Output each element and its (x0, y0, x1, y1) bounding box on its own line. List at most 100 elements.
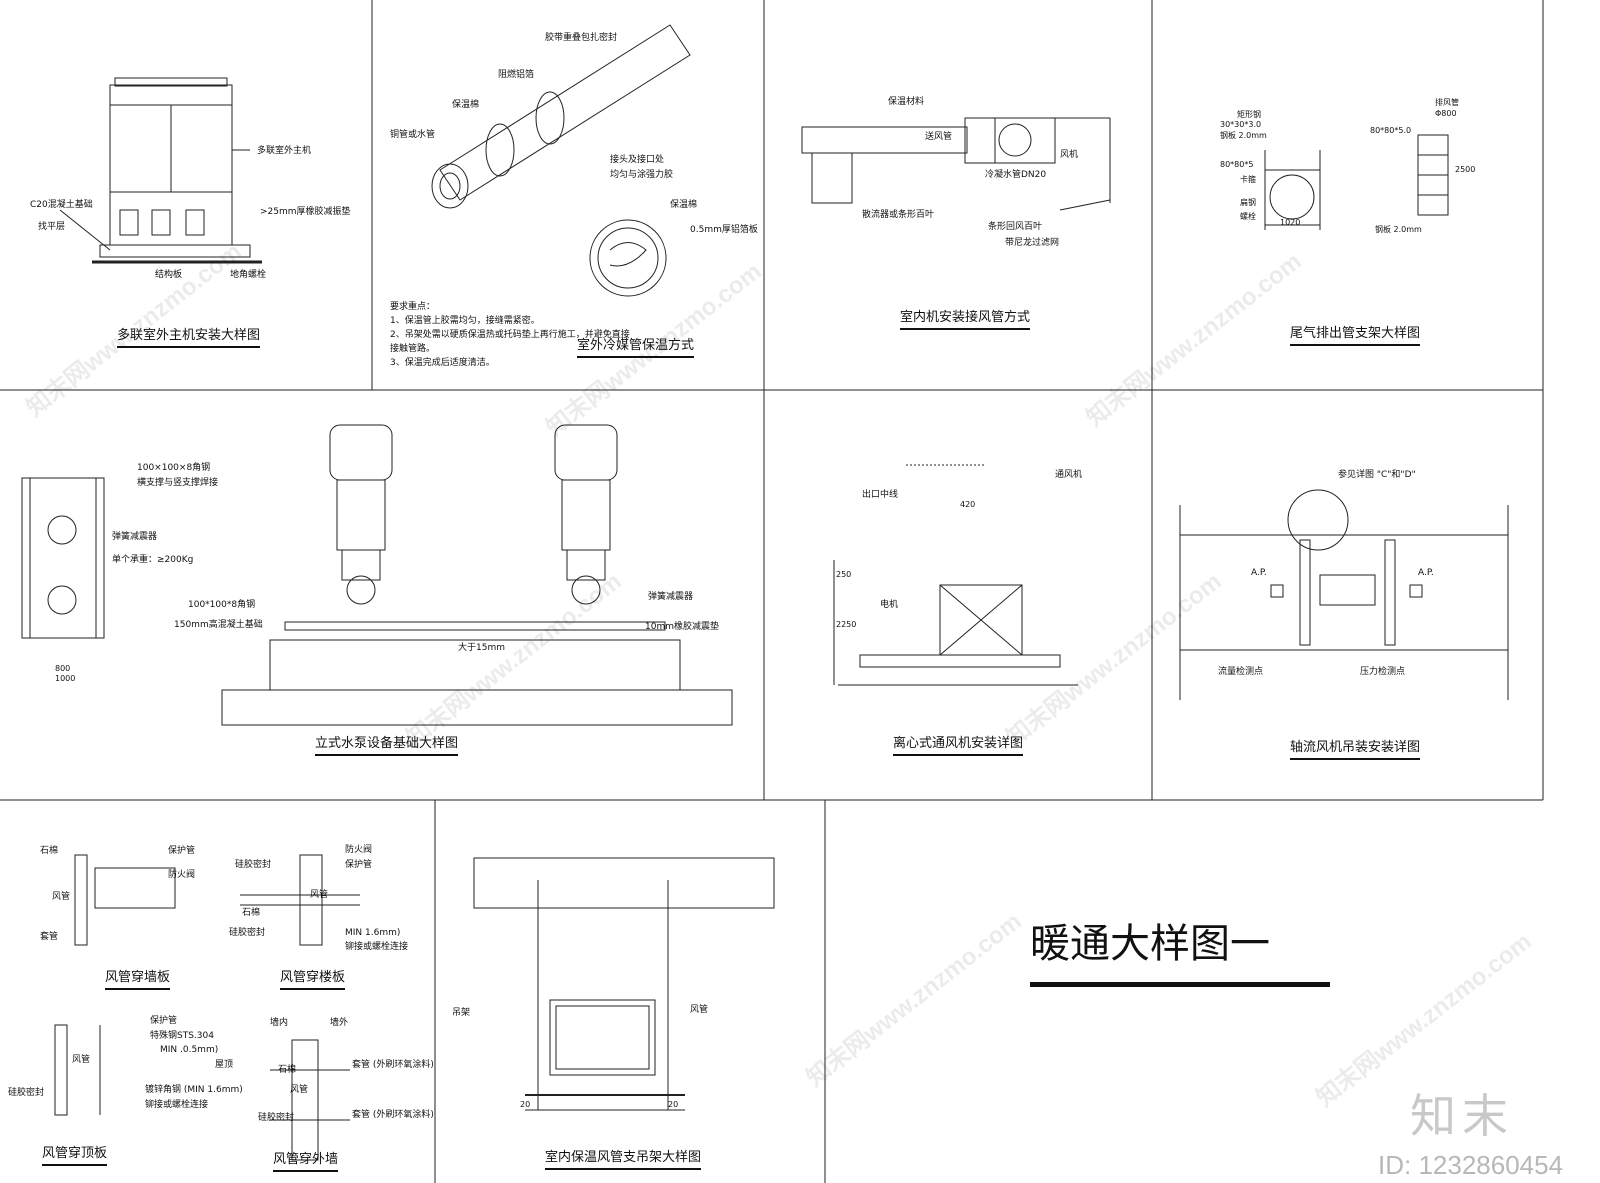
p5-label-10: 1000 (55, 674, 76, 683)
p1-label-3: >25mm厚橡胶减振垫 (260, 207, 351, 217)
p7-label-3: 流量检测点 (1218, 667, 1264, 677)
p1-label-1: C20混凝土基础 (30, 200, 93, 210)
p2-label-4: 接头及接口处 (610, 155, 665, 165)
p1-label-5: 地角螺栓 (230, 270, 267, 280)
p4-label-10: 1020 (1280, 218, 1301, 227)
p2-notes: 要求重点： 1、保温管上胶需均匀，接缝需紧密。 2、吊架处需以硬质保温热或托码垫… (390, 300, 630, 370)
p4-label-4: 80*80*5.0 (1370, 126, 1412, 135)
p4-label-0: 排风管 (1435, 98, 1459, 107)
p1-label-4: 结构板 (155, 270, 183, 280)
p6-label-4: 250 (836, 570, 852, 579)
p9-label-3: 风管 (310, 890, 329, 900)
p3-label-1: 送风管 (925, 132, 953, 142)
p3-label-4: 散流器或条形百叶 (862, 210, 935, 220)
p12-label-0: 吊架 (452, 1008, 471, 1018)
p5-label-5: 150mm高混凝土基础 (174, 620, 263, 630)
p1-label-0: 多联室外主机 (257, 146, 312, 156)
p2-label-6: 保温棉 (670, 200, 698, 210)
p7-label-0: 参见详图 "C"和"D" (1338, 470, 1416, 480)
p4-label-5: 钢板 2.0mm (1220, 131, 1267, 140)
p2-label-2: 保温棉 (452, 100, 480, 110)
p11-label-2: MIN .0.5mm) (160, 1045, 219, 1055)
p11-label-10: 硅胶密封 (258, 1113, 295, 1123)
p8-label-2: 防火阀 (168, 870, 196, 880)
p5-label-6: 弹簧减震器 (648, 592, 694, 602)
p10-label-1: 硅胶密封 (8, 1088, 45, 1098)
p8-label-1: 保护管 (168, 846, 196, 856)
p5-label-8: 大于15mm (458, 643, 505, 653)
p11-label-5: 铆接或螺栓连接 (145, 1100, 209, 1110)
p4-label-9: 螺栓 (1240, 212, 1256, 221)
p2-label-0: 胶带重叠包扎密封 (545, 33, 618, 43)
p11-label-3: 屋顶 (215, 1060, 234, 1070)
p8-label-3: 风管 (52, 892, 71, 902)
p4-label-3: 30*30*3.0 (1220, 120, 1262, 129)
p5-label-3: 单个承重：≥200Kg (112, 555, 194, 565)
p2-note-1: 1、保温管上胶需均匀，接缝需紧密。 (390, 316, 540, 326)
p5-label-4: 100*100*8角钢 (188, 600, 256, 610)
p9-label-7: 铆接或螺栓连接 (345, 942, 409, 952)
p11-title: 风管穿外墙 (273, 1152, 339, 1172)
p3-label-5: 条形回风百叶 (988, 222, 1043, 232)
p4-label-7: 卡箍 (1240, 175, 1256, 184)
p11-label-12: 套管 (外刷环氧涂料) (352, 1110, 434, 1120)
p4-label-1: Φ800 (1435, 109, 1457, 118)
p5-label-2: 弹簧减震器 (112, 532, 158, 542)
p5-label-1: 横支撑与竖支撑焊接 (137, 478, 219, 488)
p6-label-1: 出口中线 (862, 490, 899, 500)
p6-title: 离心式通风机安装详图 (893, 736, 1024, 756)
p11-label-1: 特殊钢STS.304 (150, 1031, 214, 1041)
p3-label-6: 带尼龙过滤网 (1005, 238, 1060, 248)
p7-label-1: A.P. (1251, 568, 1267, 578)
p6-label-3: 电机 (880, 600, 899, 610)
p11-label-6: 墙内 (270, 1018, 289, 1028)
p2-label-7: 0.5mm厚铝箔板 (690, 225, 758, 235)
p4-label-11: 2500 (1455, 165, 1476, 174)
p11-label-0: 保护管 (150, 1016, 178, 1026)
p10-label-0: 风管 (72, 1055, 91, 1065)
p3-label-2: 风机 (1060, 150, 1079, 160)
p9-label-1: 硅胶密封 (235, 860, 272, 870)
p8-label-0: 石棉 (40, 846, 59, 856)
p12-label-1: 风管 (690, 1005, 709, 1015)
p1-title: 多联室外主机安装大样图 (117, 328, 261, 348)
brand-logo: 知末 (1410, 1089, 1514, 1143)
p7-title: 轴流风机吊装安装详图 (1290, 740, 1421, 760)
p9-label-0: 防火阀 (345, 845, 373, 855)
p11-label-11: 套管 (外刷环氧涂料) (352, 1060, 434, 1070)
p9-title: 风管穿楼板 (280, 970, 346, 990)
p4-label-2: 矩形钢 (1237, 110, 1261, 119)
p2-label-5: 均匀与涂强力胶 (610, 170, 674, 180)
sheet-title: 暖通大样图一 (1030, 921, 1270, 967)
p12-label-3: 20 (668, 1100, 679, 1109)
p11-label-9: 风管 (290, 1085, 309, 1095)
p9-label-5: 硅胶密封 (229, 928, 266, 938)
p3-title: 室内机安装接风管方式 (900, 310, 1031, 330)
p12-label-2: 20 (520, 1100, 531, 1109)
p8-title: 风管穿墙板 (105, 970, 171, 990)
p5-label-7: 10mm橡胶减震垫 (645, 622, 719, 632)
p9-label-2: 保护管 (345, 860, 373, 870)
p5-title: 立式水泵设备基础大样图 (315, 736, 459, 756)
p2-note-2: 2、吊架处需以硬质保温热或托码垫上再行施工，并避免直接 (390, 330, 630, 340)
p11-label-4: 镀锌角钢 (MIN 1.6mm) (145, 1085, 243, 1095)
p2-label-3: 铜管或水管 (390, 130, 436, 140)
p2-note-0: 要求重点： (390, 302, 436, 312)
p1-label-2: 找平层 (38, 222, 66, 232)
p5-label-9: 800 (55, 664, 71, 673)
p7-label-4: 压力检测点 (1360, 667, 1406, 677)
p12-title: 室内保温风管支吊架大样图 (545, 1150, 702, 1170)
p2-note-4: 3、保温完成后适度清洁。 (390, 358, 495, 368)
p3-label-0: 保温材料 (888, 97, 925, 107)
p11-label-7: 墙外 (330, 1018, 349, 1028)
p11-label-8: 石棉 (278, 1065, 297, 1075)
p10-title: 风管穿顶板 (42, 1146, 108, 1166)
p5-label-0: 100×100×8角钢 (137, 463, 211, 473)
p4-label-12: 钢板 2.0mm (1375, 225, 1422, 234)
p2-label-1: 阻燃铝箔 (498, 70, 535, 80)
p3-label-3: 冷凝水管DN20 (985, 170, 1047, 180)
sheet-title-underline (1030, 982, 1330, 987)
p2-title: 室外冷媒管保温方式 (577, 338, 695, 358)
p4-label-8: 扁钢 (1240, 198, 1256, 207)
p4-title: 尾气排出管支架大样图 (1290, 326, 1421, 346)
